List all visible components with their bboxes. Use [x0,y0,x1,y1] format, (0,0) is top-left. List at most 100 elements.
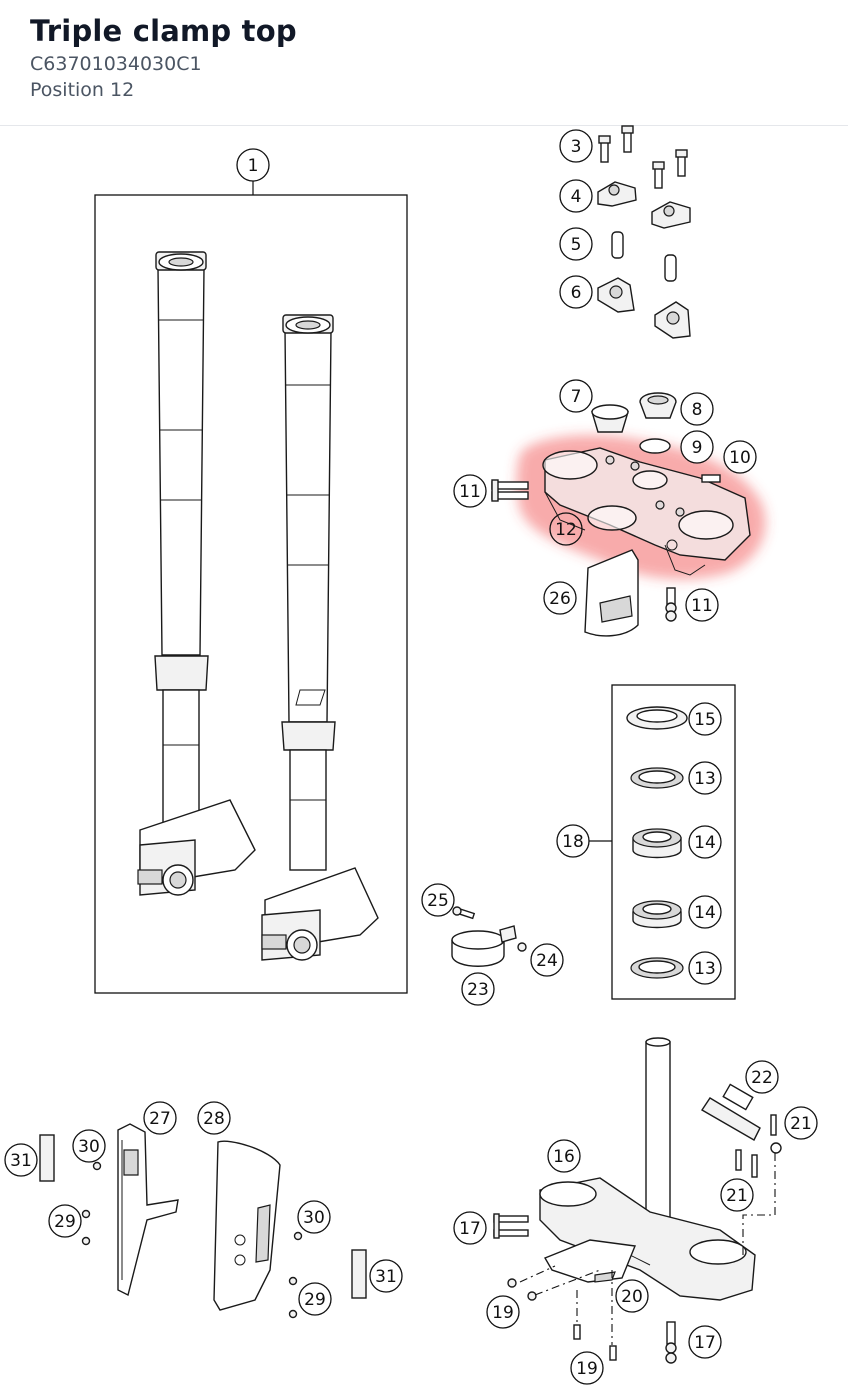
bracket[interactable] [543,1239,636,1283]
clamp-bolts-lower-left[interactable] [493,1213,529,1239]
callout-13-lower[interactable]: 13 [688,951,722,985]
svg-text:5: 5 [571,235,582,255]
callout-19-bottom[interactable]: 19 [570,1351,604,1385]
callout-19-left[interactable]: 19 [486,1295,520,1329]
fork-leg-right[interactable] [261,314,379,961]
bearing-upper[interactable] [632,828,682,859]
svg-text:14: 14 [694,833,716,853]
svg-text:30: 30 [303,1208,325,1228]
dust-seal[interactable] [626,706,688,730]
svg-text:27: 27 [149,1109,171,1129]
callout-25[interactable]: 25 [421,883,455,917]
callout-29-left[interactable]: 29 [48,1204,82,1238]
fork-leg-left[interactable] [137,251,256,896]
svg-text:11: 11 [691,596,713,616]
bearing-race-upper[interactable] [630,767,684,789]
callout-1[interactable]: 1 [236,148,270,182]
position-label: Position 12 [30,79,135,101]
reflector-left[interactable] [39,1134,55,1182]
screw-small[interactable] [701,474,721,483]
bearing-kit-frame [611,684,736,1000]
callout-7[interactable]: 7 [559,379,593,413]
washer[interactable] [639,438,671,454]
triple-clamp-top[interactable] [542,447,751,576]
svg-text:11: 11 [459,482,481,502]
damper-screws[interactable] [735,1114,777,1178]
lower-triple-clamp[interactable] [539,1177,756,1301]
callout-20[interactable]: 20 [615,1279,649,1313]
callout-31-left[interactable]: 31 [4,1143,38,1177]
cap[interactable] [639,392,677,419]
callout-31-right[interactable]: 31 [369,1259,403,1293]
clamp-ring-nut[interactable] [517,942,527,952]
cover-guard[interactable] [584,549,639,637]
callout-14-lower[interactable]: 14 [688,895,722,929]
callout-17-left[interactable]: 17 [453,1211,487,1245]
handlebar-clamps-upper[interactable] [597,181,691,229]
callout-30-left[interactable]: 30 [72,1129,106,1163]
clamp-bolts-lower-bottom[interactable] [665,1321,677,1364]
svg-text:21: 21 [790,1114,812,1134]
part-number: C63701034030C1 [30,53,202,75]
callout-15[interactable]: 15 [688,702,722,736]
callout-5[interactable]: 5 [559,227,593,261]
callout-12[interactable]: 12 [549,512,583,546]
callout-11-left[interactable]: 11 [453,474,487,508]
svg-text:12: 12 [555,520,577,540]
handlebar-clamp-bolts[interactable] [598,125,688,189]
svg-text:30: 30 [78,1137,100,1157]
guard-screws[interactable] [81,1161,303,1319]
callout-4[interactable]: 4 [559,179,593,213]
reflector-right[interactable] [351,1249,367,1299]
clamp-bolts-left[interactable] [491,479,529,502]
clamp-bolts-bottom[interactable] [665,587,677,622]
callout-24[interactable]: 24 [530,943,564,977]
callout-21-lower[interactable]: 21 [720,1178,754,1212]
callout-23[interactable]: 23 [461,972,495,1006]
callout-13-upper[interactable]: 13 [688,761,722,795]
steering-damper[interactable] [701,1083,782,1154]
bracket-screws[interactable] [507,1278,617,1361]
bearing-race-lower[interactable] [630,957,684,979]
svg-text:19: 19 [576,1359,598,1379]
steering-stem-nut[interactable] [591,404,629,433]
callout-29-right[interactable]: 29 [298,1282,332,1316]
fork-guard-left[interactable] [117,1123,179,1297]
callout-27[interactable]: 27 [143,1101,177,1135]
header: Triple clamp top C63701034030C1 Position… [0,0,848,126]
callout-10[interactable]: 10 [723,440,757,474]
callout-16[interactable]: 16 [547,1139,581,1173]
callout-8[interactable]: 8 [680,392,714,426]
callout-26[interactable]: 26 [543,581,577,615]
callout-3[interactable]: 3 [559,129,593,163]
clamp-ring[interactable] [451,925,517,967]
handlebar-clamps-lower[interactable] [597,277,691,339]
callout-6[interactable]: 6 [559,275,593,309]
callout-22[interactable]: 22 [745,1060,779,1094]
svg-text:19: 19 [492,1303,514,1323]
svg-text:1: 1 [248,156,259,176]
steering-stem[interactable] [642,1037,674,1228]
callout-11-bottom[interactable]: 11 [685,588,719,622]
callout-18[interactable]: 18 [556,824,590,858]
callout-14-upper[interactable]: 14 [688,825,722,859]
callout-28[interactable]: 28 [197,1101,231,1135]
callout-9[interactable]: 9 [680,430,714,464]
handlebar-clamp-bolts-long[interactable] [611,231,677,282]
clamp-ring-screw[interactable] [452,906,476,920]
callout-30-right[interactable]: 30 [297,1200,331,1234]
svg-text:7: 7 [571,387,582,407]
bearing-lower[interactable] [632,900,682,929]
svg-text:24: 24 [536,951,558,971]
callout-17-bottom[interactable]: 17 [688,1325,722,1359]
callout-21-right[interactable]: 21 [784,1106,818,1140]
svg-text:31: 31 [10,1151,32,1171]
svg-text:29: 29 [304,1290,326,1310]
svg-text:16: 16 [553,1147,575,1167]
svg-text:8: 8 [692,400,703,420]
svg-text:25: 25 [427,891,449,911]
svg-text:3: 3 [571,137,582,157]
fork-guard-right[interactable] [213,1140,281,1311]
svg-text:6: 6 [571,283,582,303]
